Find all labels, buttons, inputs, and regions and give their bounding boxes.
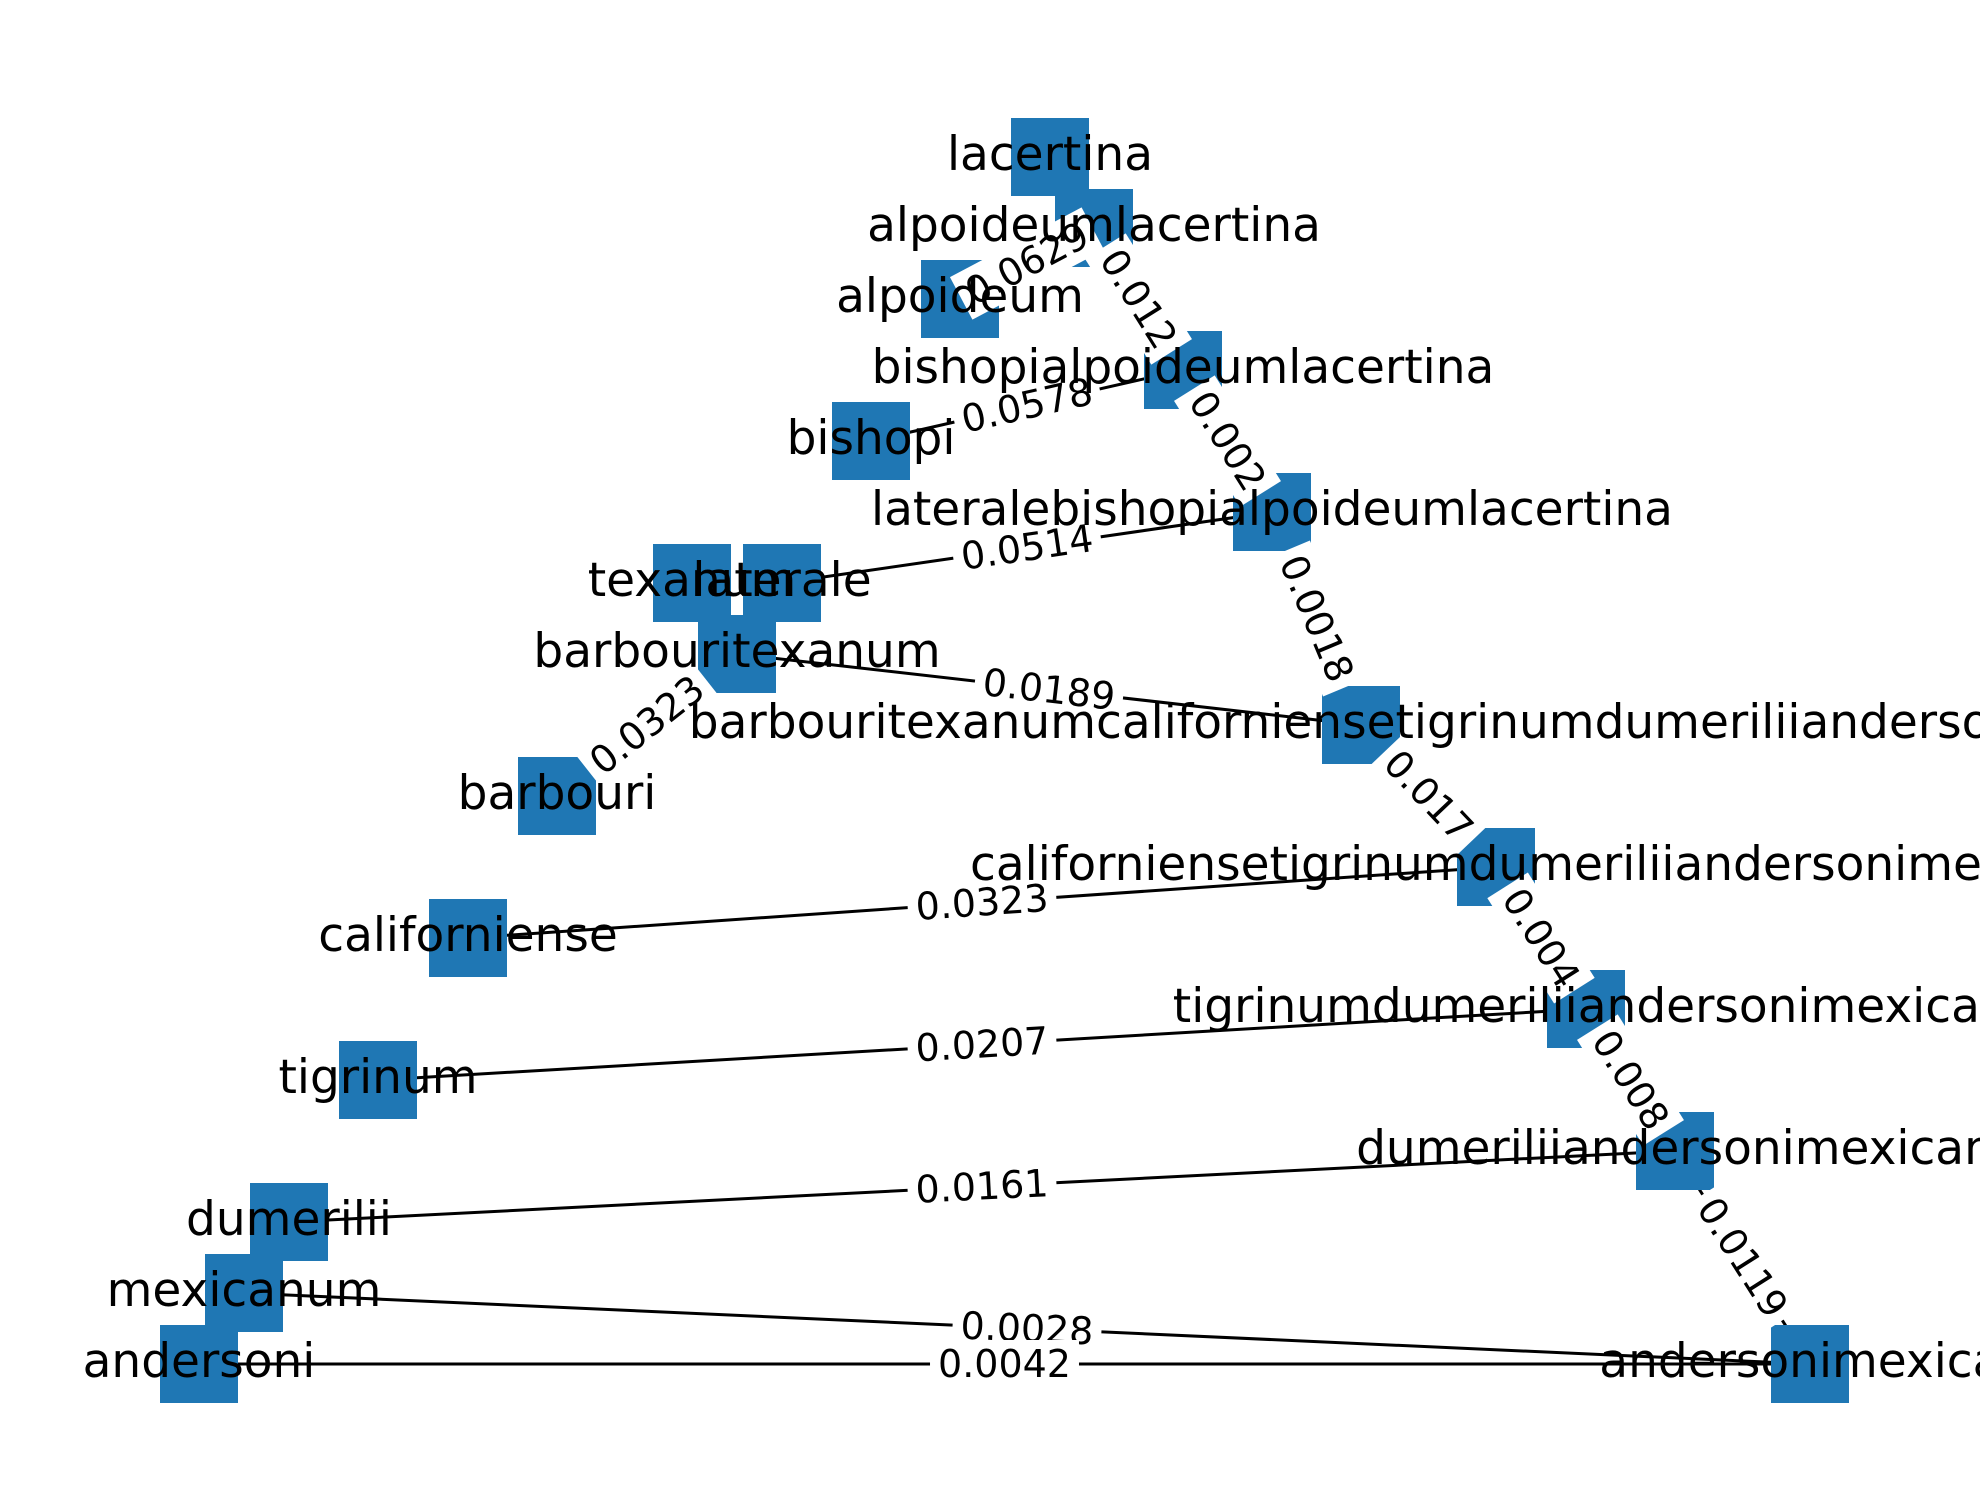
node-label-barbouri: barbouri: [458, 766, 657, 821]
node-label-andersonimexicar: andersonimexicar: [1599, 1334, 1980, 1389]
edge-label-box: [1085, 233, 1192, 365]
node-label-bishopi: bishopi: [787, 411, 956, 466]
edge-label-box: [930, 1340, 1079, 1388]
edge-label-box: [1682, 1181, 1803, 1334]
nodes-layer: [160, 118, 1849, 1403]
node-label-californiense: californiense: [318, 908, 618, 963]
node-label-bishopialpoideumlacertina: bishopialpoideumlacertina: [872, 340, 1495, 395]
node-mexicanum[interactable]: [205, 1254, 283, 1332]
node-andersonimexicar[interactable]: [1771, 1325, 1849, 1403]
edge-label-box: [1174, 375, 1281, 507]
node-label-alpoideumlacertina: alpoideumlacertina: [867, 198, 1321, 253]
edge-label-californiense-californiensetigrinumdumeriliiandersonimexi: 0.0323: [906, 873, 1058, 932]
node-label-alpoideum: alpoideum: [836, 269, 1084, 324]
node-label-tigrinumdumeriliiandersonimexicar: tigrinumdumeriliiandersonimexicar: [1173, 979, 1980, 1034]
node-label-texanum: texanum: [588, 553, 797, 608]
node-texanum[interactable]: [653, 544, 731, 622]
node-label-andersoni: andersoni: [83, 1334, 316, 1389]
node-andersoni[interactable]: [160, 1325, 238, 1403]
edge-label-box: [906, 1016, 1058, 1073]
node-label-dumerilii: dumerilii: [186, 1192, 392, 1247]
edge-label-andersoni-andersonimexicar: 0.0042: [930, 1340, 1079, 1388]
node-laterale[interactable]: [743, 544, 821, 622]
edge-label-box: [906, 1158, 1058, 1215]
node-dumerilii[interactable]: [250, 1183, 328, 1261]
node-label-lacertina: lacertina: [947, 127, 1153, 182]
node-californiense[interactable]: [429, 899, 507, 977]
node-label-californiensetigrinumdumeriliiandersonimexi: californiensetigrinumdumeriliiandersonim…: [970, 837, 1980, 892]
edge-label-box: [1265, 540, 1368, 697]
edge-label-box: [1577, 1014, 1684, 1146]
edge-weight: 0.0042: [938, 1342, 1071, 1386]
edge-weight: 0.0161: [914, 1161, 1049, 1212]
edge-label-tigrinum-tigrinumdumeriliiandersonimexicar: 0.0207: [906, 1016, 1058, 1073]
edge-weight: 0.0323: [914, 876, 1050, 929]
node-barbouri[interactable]: [518, 757, 596, 835]
edge-label-box: [972, 657, 1126, 722]
node-labels-layer: lacertina alpoideumlacertina alpoideum bish…: [83, 127, 1980, 1389]
node-bishopi[interactable]: [832, 402, 910, 480]
edge-weight: 0.0207: [914, 1019, 1049, 1071]
node-label-tigrinum: tigrinum: [278, 1050, 477, 1105]
node-tigrinum[interactable]: [339, 1041, 417, 1119]
edge-label-box: [573, 660, 721, 790]
node-label-laterale: laterale: [692, 553, 871, 608]
edge-label-laterale-lateralebishopialpoideumlacertina: 0.0514: [949, 513, 1105, 582]
node-barbouritexanum[interactable]: [698, 615, 776, 693]
node-label-barbouritexanumcaliforniensetigrinumdumeriliiandersoni: barbouritexanumcaliforniensetigrinumdume…: [689, 695, 1980, 750]
node-label-mexicanum: mexicanum: [107, 1263, 382, 1318]
edge-label-box: [949, 207, 1105, 320]
node-label-barbouritexanum: barbouritexanum: [533, 624, 940, 679]
edge-label-dumerilii-dumeriliiandersonimexican: 0.0161: [906, 1158, 1058, 1215]
edge-label-box: [1487, 872, 1595, 1004]
edge-label-box: [1368, 734, 1489, 858]
node-label-dumeriliiandersonimexican: dumeriliiandersonimexican: [1356, 1121, 1980, 1176]
node-lacertina[interactable]: [1011, 118, 1089, 196]
edge-label-box: [906, 873, 1058, 932]
edge-label-box: [949, 365, 1105, 446]
edge-label-box: [949, 513, 1105, 582]
node-label-lateralebishopialpoideumlacertina: lateralebishopialpoideumlacertina: [871, 482, 1673, 537]
